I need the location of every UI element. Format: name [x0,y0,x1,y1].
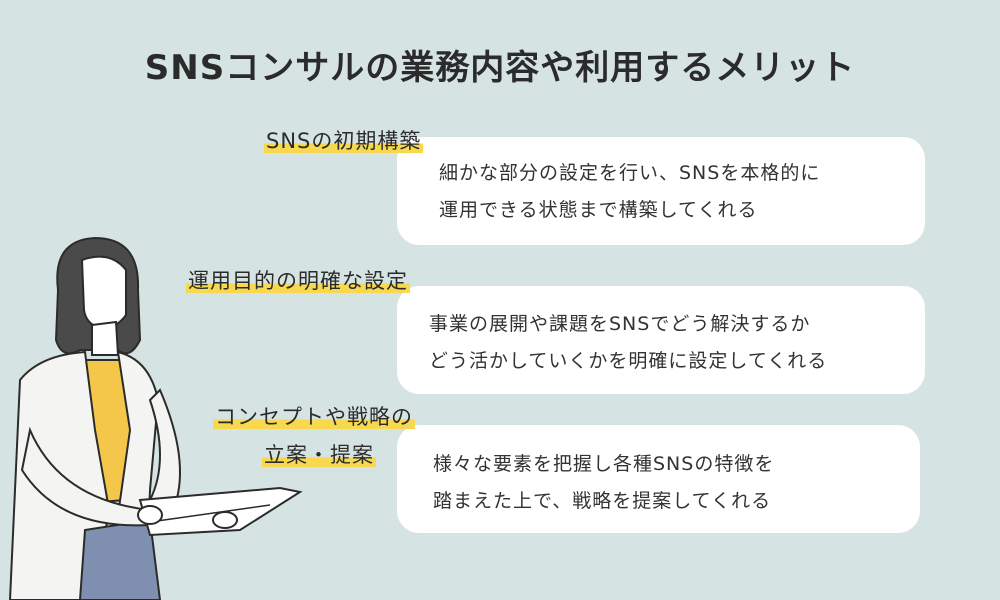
card-text: 様々な要素を把握し各種SNSの特徴を 踏まえた上で、戦略を提案してくれる [433,446,774,520]
card-text: 細かな部分の設定を行い、SNSを本格的に 運用できる状態まで構築してくれる [439,155,820,229]
card-initial-setup: 細かな部分の設定を行い、SNSを本格的に 運用できる状態まで構築してくれる [397,137,925,245]
card-line: 細かな部分の設定を行い、SNSを本格的に [439,162,821,184]
card-line: 踏まえた上で、戦略を提案してくれる [433,490,772,512]
card-line: 事業の展開や課題をSNSでどう解決するか [429,313,811,335]
card-strategy: 様々な要素を把握し各種SNSの特徴を 踏まえた上で、戦略を提案してくれる [397,425,920,533]
presenter-illustration [8,236,303,600]
page-title: SNSコンサルの業務内容や利用するメリット [144,48,856,88]
card-line: 様々な要素を把握し各種SNSの特徴を [433,453,775,475]
card-text: 事業の展開や課題をSNSでどう解決するか どう活かしていくかを明確に設定してくれ… [429,306,827,380]
card-line: どう活かしていくかを明確に設定してくれる [429,350,828,372]
card-purpose-setting: 事業の展開や課題をSNSでどう解決するか どう活かしていくかを明確に設定してくれ… [397,286,925,394]
heading-strategy-line2: 立案・提案 [262,443,376,467]
heading-strategy-line1: コンセプトや戦略の [213,405,415,429]
heading-initial-setup: SNSの初期構築 [264,129,424,153]
card-line: 運用できる状態まで構築してくれる [439,199,758,221]
heading-purpose-setting: 運用目的の明確な設定 [186,269,410,293]
